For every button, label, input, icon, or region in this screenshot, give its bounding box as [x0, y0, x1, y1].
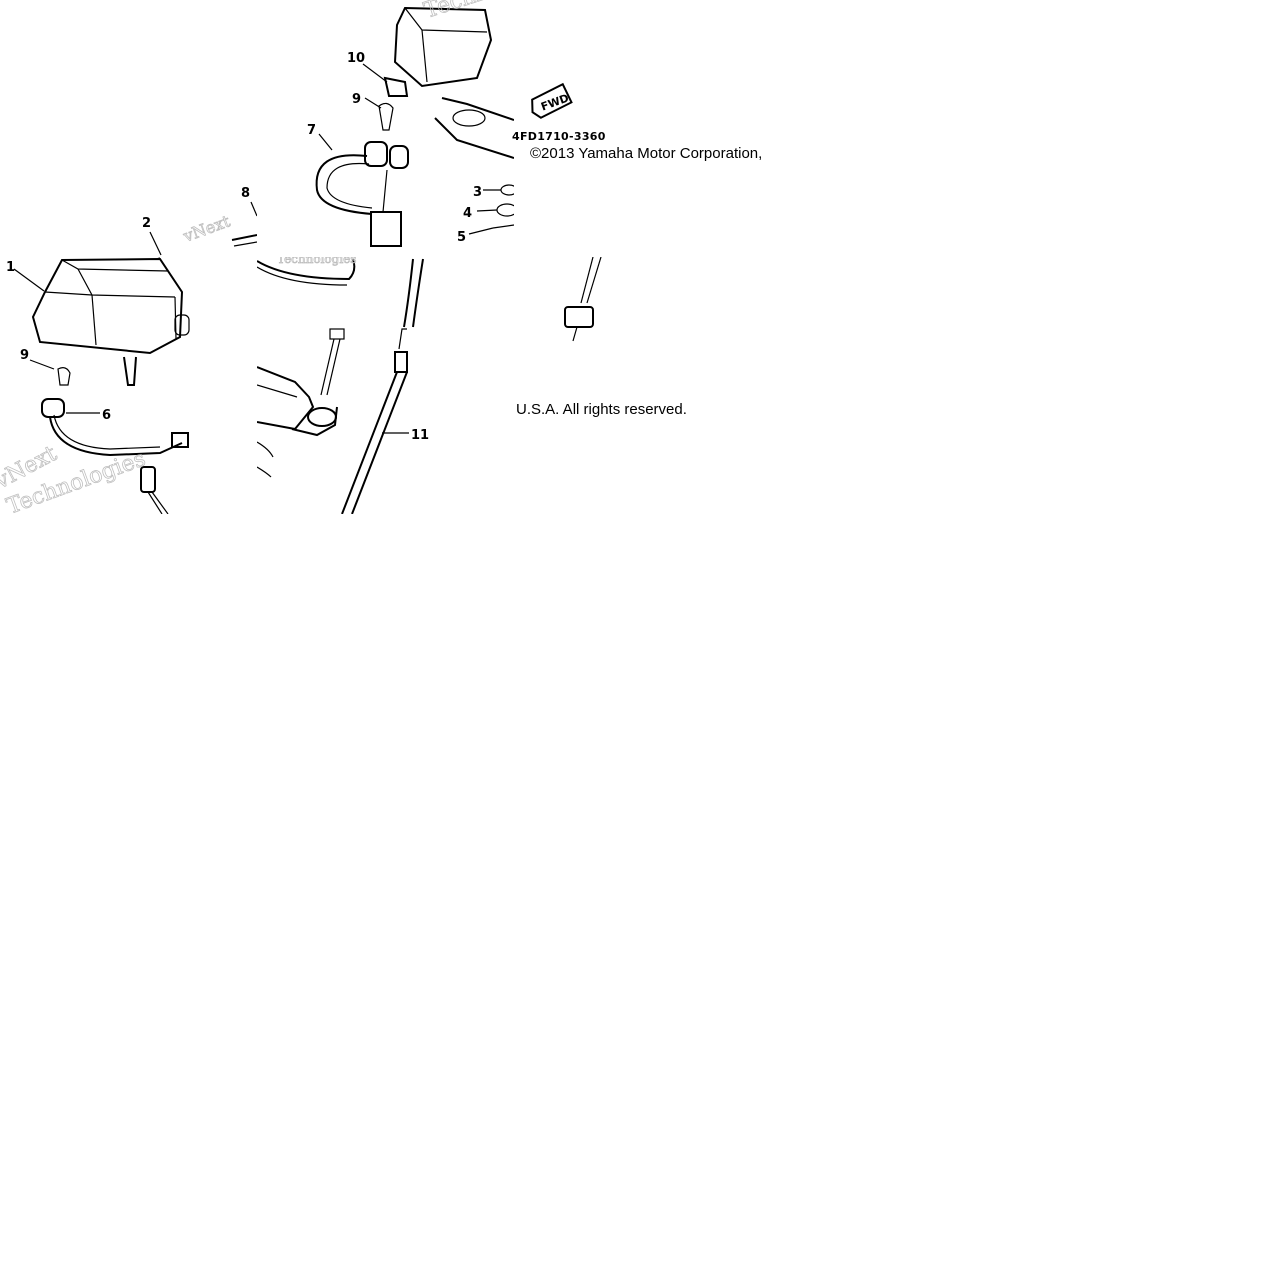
diagram-tile-cable-fitting	[555, 257, 615, 347]
mounting-bolt	[320, 328, 345, 396]
fwd-arrow-icon	[531, 82, 573, 119]
callout-10: 10	[347, 51, 365, 66]
bulb-socket-icon	[57, 367, 71, 386]
cable-end	[140, 466, 169, 514]
svg-text:Technologies: Technologies	[277, 257, 356, 266]
part-number: 4FD1710-3360	[512, 130, 606, 143]
fwd-indicator: FWD	[514, 80, 584, 150]
callout-7: 7	[307, 123, 316, 138]
callout-4: 4	[463, 206, 472, 221]
callout-1: 1	[6, 260, 15, 275]
mounting-bracket	[434, 97, 514, 159]
copyright-line-1: ©2013 Yamaha Motor Corporation,	[530, 145, 763, 162]
copyright-line-2: U.S.A. All rights reserved.	[516, 401, 687, 418]
diagram-tile-label-8: 8 vNext	[180, 180, 257, 257]
callout-9b: 9	[352, 92, 361, 107]
tachometer-body	[393, 6, 493, 88]
svg-text:vNext: vNext	[180, 211, 233, 246]
callout-2: 2	[142, 216, 151, 231]
watermark-top: Techn	[421, 0, 492, 24]
cable-fitting-icon	[564, 306, 594, 328]
meter-lens: Technologies	[257, 257, 357, 286]
watermark: vNext Technologies	[0, 441, 149, 514]
wire-harness	[315, 141, 409, 247]
callout-5: 5	[457, 230, 466, 245]
callout-9: 9	[20, 348, 29, 363]
bulb-10	[383, 76, 409, 97]
callout-11: 11	[411, 428, 429, 443]
bulb-holder-harness	[41, 398, 189, 457]
diagram-tile-bracket-cable: Technologies 11	[257, 257, 514, 514]
speedometer-body	[31, 257, 190, 386]
bulb-9	[378, 102, 394, 131]
callout-3: 3	[473, 185, 482, 200]
diagram-tile-speedometer: 1 9 6 vNext Technologies	[0, 257, 257, 514]
meter-bracket	[257, 366, 338, 478]
callout-6: 6	[102, 408, 111, 423]
diagram-tile-meter-top: 10 9 7 3 4 5 Techn	[257, 0, 514, 257]
callout-8: 8	[241, 186, 250, 201]
washers	[492, 184, 514, 229]
speedometer-cable	[341, 258, 424, 514]
